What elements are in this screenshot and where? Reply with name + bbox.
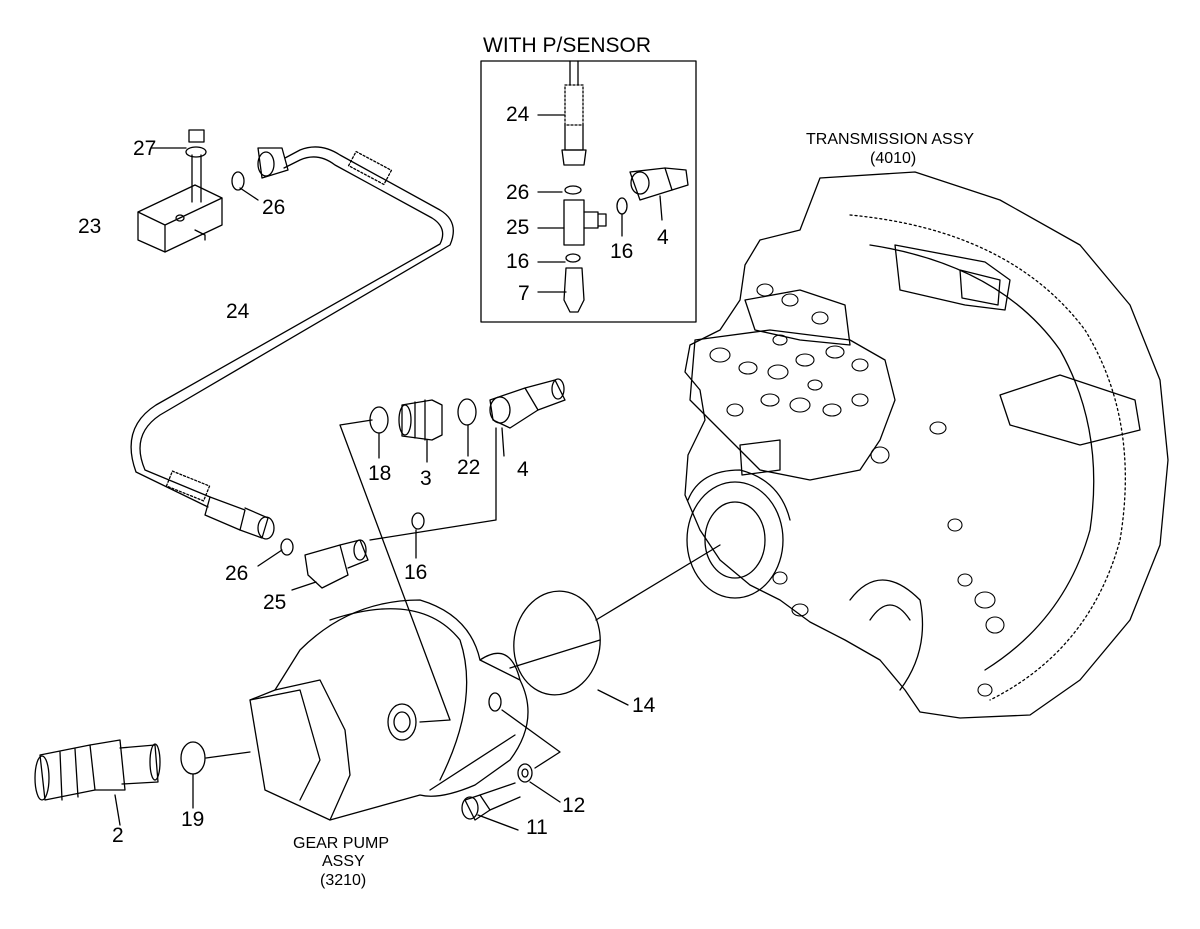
callout-25: 25 (263, 591, 287, 614)
callout-27: 27 (133, 137, 157, 160)
gear-pump-assy-code: (3210) (320, 872, 367, 889)
callout-4: 4 (517, 458, 529, 481)
transmission-assy-name: TRANSMISSION ASSY (806, 131, 975, 148)
callout-19: 19 (181, 808, 205, 831)
fittings-group (239, 187, 566, 591)
gear-pump-assy-line1: GEAR PUMP (293, 835, 390, 852)
hose-assembly (130, 146, 454, 589)
gear-pump-assembly (249, 419, 561, 821)
callout-2: 2 (112, 824, 124, 847)
pressure-sensor-inset (480, 60, 697, 323)
inset-title: WITH P/SENSOR (483, 34, 652, 57)
callout-14: 14 (632, 694, 656, 717)
callout-18: 18 (368, 462, 392, 485)
callout-11: 11 (526, 816, 548, 839)
inset-callout-26: 26 (506, 181, 530, 204)
callout-23: 23 (78, 215, 102, 238)
inset-callout-4: 4 (657, 226, 669, 249)
manifold-block (137, 129, 223, 253)
callout-26-lower: 26 (225, 562, 249, 585)
transmission-assembly (684, 171, 1169, 719)
gear-pump-assy-line2: ASSY (322, 853, 365, 870)
callout-16: 16 (404, 561, 428, 584)
callout-24: 24 (226, 300, 250, 323)
o-ring-gasket (509, 544, 721, 706)
inset-callout-24: 24 (506, 103, 530, 126)
transmission-assy-code: (4010) (870, 150, 917, 167)
fitting-and-bolts (34, 739, 561, 831)
inset-callout-16-left: 16 (506, 250, 530, 273)
callout-26-upper: 26 (262, 196, 286, 219)
inset-callout-25: 25 (506, 216, 530, 239)
callout-12: 12 (562, 794, 586, 817)
inset-callout-7: 7 (518, 282, 530, 305)
callout-3: 3 (420, 467, 432, 490)
callout-22: 22 (457, 456, 481, 479)
inset-callout-16-right: 16 (610, 240, 634, 263)
